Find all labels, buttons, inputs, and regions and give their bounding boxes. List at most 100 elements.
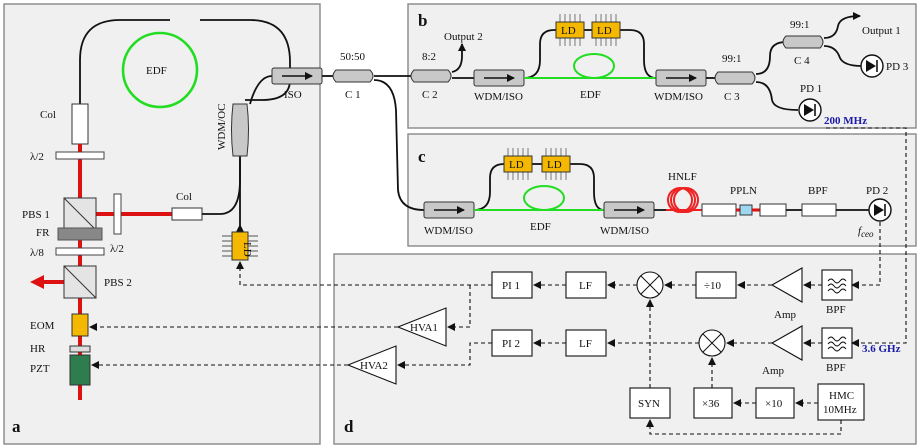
- bpf1-box: [821, 269, 853, 301]
- cavity-fiber-right: [200, 19, 291, 101]
- path-pd1-bpf2: [826, 127, 907, 347]
- pbs2-diagonal: [63, 265, 97, 299]
- x36-box: [693, 387, 733, 419]
- pd2-diode-symbol: [874, 204, 884, 216]
- c2-label: C 2: [422, 89, 438, 101]
- div10-label: ÷10: [704, 280, 722, 292]
- c-wdm-iso-2-label: WDM/ISO: [600, 225, 649, 237]
- c2-ratio-label: 8:2: [422, 51, 436, 63]
- b-edf-coil: [573, 53, 615, 79]
- c-pump-loop-right: [566, 163, 605, 211]
- pd2-label: PD 2: [866, 185, 888, 197]
- pd1-diode-symbol: [804, 104, 814, 116]
- pzt-label: PZT: [30, 363, 50, 375]
- hmc-label-2: 10MHz: [823, 404, 857, 416]
- b-ld1-pins: [559, 14, 581, 46]
- c-edf-coil: [523, 185, 565, 211]
- pump-ld-label: LD: [241, 242, 253, 257]
- b-ld2-label: LD: [597, 25, 612, 37]
- pzt-actuator: [69, 354, 91, 386]
- c-pump-loop: [473, 163, 506, 211]
- edf-label: EDF: [146, 65, 167, 77]
- b-wdm-iso-1-label: WDM/ISO: [474, 91, 523, 103]
- eom-crystal: [71, 313, 89, 337]
- pd1-label: PD 1: [800, 83, 822, 95]
- half-wave-plate-2: [113, 193, 122, 235]
- output2-label: Output 2: [444, 31, 483, 43]
- path-hmc-syn: [646, 419, 842, 435]
- c-ld1-label: LD: [509, 159, 524, 171]
- b-ld2-pins: [595, 14, 617, 46]
- hr-mirror: [69, 345, 91, 353]
- pi1-label: PI 1: [502, 280, 520, 292]
- c2-coupler: [410, 69, 452, 83]
- freq-200mhz-label: 200 MHz: [824, 115, 867, 127]
- half-wave-1-label: λ/2: [30, 151, 44, 163]
- panel-b-frame: [407, 3, 917, 129]
- half-wave-plate-1: [55, 151, 105, 160]
- b-pump-loop-right: [616, 29, 657, 79]
- c4-to-pd3: [823, 45, 863, 67]
- lf2-label: LF: [579, 338, 592, 350]
- c3-to-pd1: [755, 81, 799, 111]
- c3-label: C 3: [724, 91, 740, 103]
- path-pi1-ld: [236, 261, 492, 286]
- c-ld2: [541, 155, 571, 173]
- ppln-coll-left: [701, 203, 737, 217]
- faraday-rotator: [57, 227, 103, 241]
- c1-ratio-label: 50:50: [340, 51, 366, 63]
- c4-coupler: [782, 35, 824, 49]
- path-pi1-hva1: [447, 285, 471, 331]
- c-edf-label: EDF: [530, 221, 551, 233]
- main-fiber-1: [249, 75, 273, 105]
- collimator-side: [171, 207, 203, 221]
- col-side-label: Col: [176, 191, 192, 203]
- ppln-label: PPLN: [730, 185, 757, 197]
- bpf1-label: BPF: [826, 304, 846, 316]
- col-top-label: Col: [40, 109, 56, 121]
- cavity-fiber: [79, 19, 170, 104]
- ppln-crystal: [739, 204, 753, 216]
- collimator-top: [71, 103, 89, 145]
- pump-connector: [236, 224, 244, 232]
- pi2-label: PI 2: [502, 338, 520, 350]
- syn-label: SYN: [638, 398, 660, 410]
- b-wdm-iso-2-label: WDM/ISO: [654, 91, 703, 103]
- amp1-label: Amp: [774, 309, 797, 321]
- output1-fiber: [823, 12, 861, 39]
- c1-coupler: [332, 69, 374, 83]
- panel-c-frame: [407, 133, 917, 247]
- pbs2-label: PBS 2: [104, 277, 132, 289]
- pbs1-label: PBS 1: [22, 209, 50, 221]
- panel-a-label: a: [12, 417, 21, 436]
- mixer1-x2: [640, 275, 660, 295]
- c-ld1: [503, 155, 533, 173]
- hva2-triangle: [346, 345, 397, 385]
- iso-label: ISO: [284, 89, 302, 101]
- c-bpf: [801, 203, 837, 217]
- c4-label: C 4: [794, 55, 810, 67]
- hnlf-coil: [667, 187, 699, 213]
- c3-coupler: [714, 71, 756, 85]
- wdm-oc-coupler: [231, 103, 249, 157]
- path-pi2-hva2: [397, 342, 492, 369]
- hmc-box: [817, 383, 865, 421]
- fr-label: FR: [36, 227, 50, 239]
- ppln-coll-right: [759, 203, 787, 217]
- half-wave-2-label: λ/2: [110, 243, 124, 255]
- fceo-f: f: [858, 225, 863, 237]
- c-ld2-pins: [545, 148, 567, 180]
- pump-ld-pins: [222, 235, 258, 257]
- hva1-label: HVA1: [410, 322, 438, 334]
- bpf2-wave-icon: [827, 336, 847, 352]
- edf-coil: [121, 31, 199, 109]
- c-ld1-pins: [507, 148, 529, 180]
- c-wdm-iso-1-label: WDM/ISO: [424, 225, 473, 237]
- hnlf-label: HNLF: [668, 171, 697, 183]
- pd3-diode-symbol: [866, 60, 876, 72]
- bpf2-label: BPF: [826, 362, 846, 374]
- panel-b-label: b: [418, 11, 427, 30]
- bpf2-box: [821, 327, 853, 359]
- fceo-label: fceo: [858, 225, 874, 239]
